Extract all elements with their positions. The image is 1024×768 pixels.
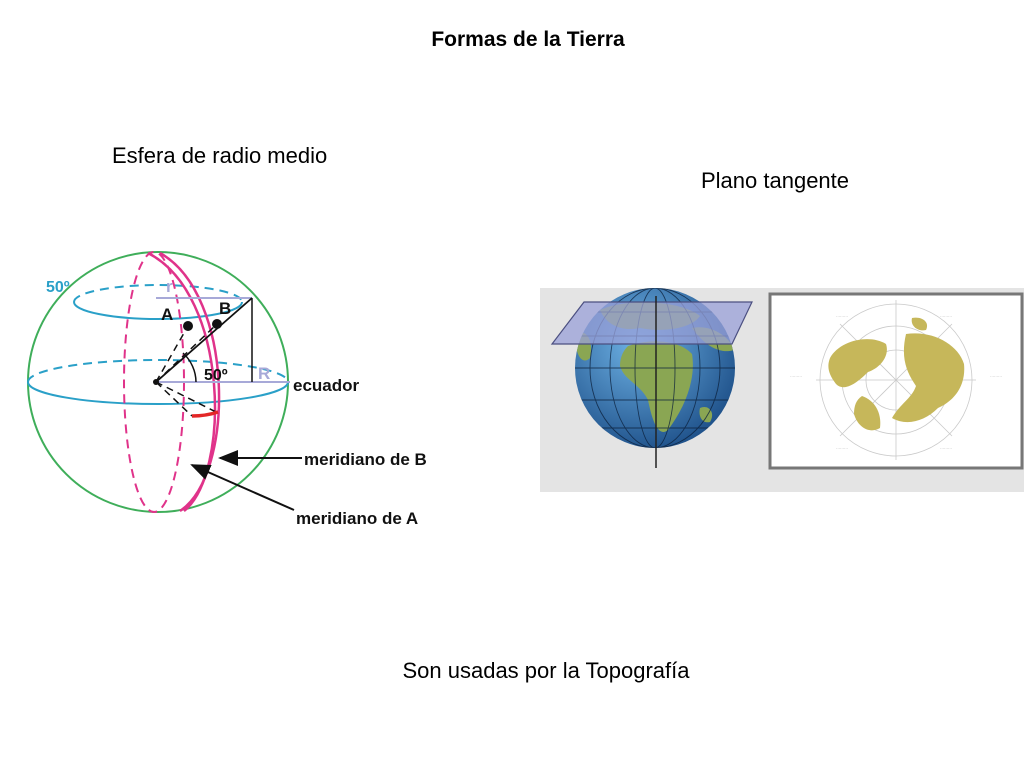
center-point [153, 379, 159, 385]
sphere-caption: Esfera de radio medio [112, 143, 328, 168]
radius-to-b [155, 297, 253, 383]
longitude-arc [191, 410, 219, 418]
equator-back [27, 359, 289, 383]
equator-front [27, 381, 289, 405]
big-radius-label: R [258, 364, 270, 383]
point-a-label: A [161, 305, 173, 324]
tangent-plane-svg: ········· ········· ········· ········· … [540, 288, 1024, 492]
sphere-diagram-svg: 50º r A B 50º R ecuador meridiano de B m… [27, 251, 427, 528]
small-radius-label: r [166, 277, 173, 296]
svg-text:·········: ········· [940, 314, 952, 319]
meridian-b-line [159, 251, 221, 513]
latitude-label: 50º [46, 279, 70, 296]
point-b-label: B [219, 299, 231, 318]
parallel-front [73, 301, 243, 320]
tangent-plane-figure: ········· ········· ········· ········· … [540, 288, 1024, 492]
svg-text:·········: ········· [940, 446, 952, 451]
arrow-meridian-a [190, 464, 295, 511]
svg-text:·········: ········· [790, 374, 802, 379]
svg-text:·········: ········· [990, 374, 1002, 379]
meridian-a-label: meridiano de A [296, 509, 418, 528]
equator-label: ecuador [293, 376, 360, 395]
point-b-dot [212, 319, 222, 329]
radius-down-2 [155, 381, 217, 413]
svg-text:·········: ········· [836, 314, 848, 319]
radius-to-a-2 [155, 325, 189, 383]
angle-arc [182, 352, 197, 383]
plane-caption: Plano tangente [701, 168, 850, 193]
radius-down-1 [155, 381, 193, 417]
radius-to-a [155, 323, 218, 383]
svg-text:·········: ········· [836, 446, 848, 451]
meridian-b-label: meridiano de B [304, 450, 427, 469]
point-a-dot [183, 321, 193, 331]
angle-label: 50º [204, 367, 228, 384]
parallel-back [73, 284, 243, 303]
polar-azimuthal-map-icon: ········· ········· ········· ········· … [768, 292, 1024, 470]
footer-text: Son usadas por la Topografía [402, 658, 690, 683]
sphere-diagram: 50º r A B 50º R ecuador meridiano de B m… [20, 240, 460, 550]
slide-title: Formas de la Tierra [431, 28, 625, 51]
tangent-plane-shape [550, 301, 753, 345]
